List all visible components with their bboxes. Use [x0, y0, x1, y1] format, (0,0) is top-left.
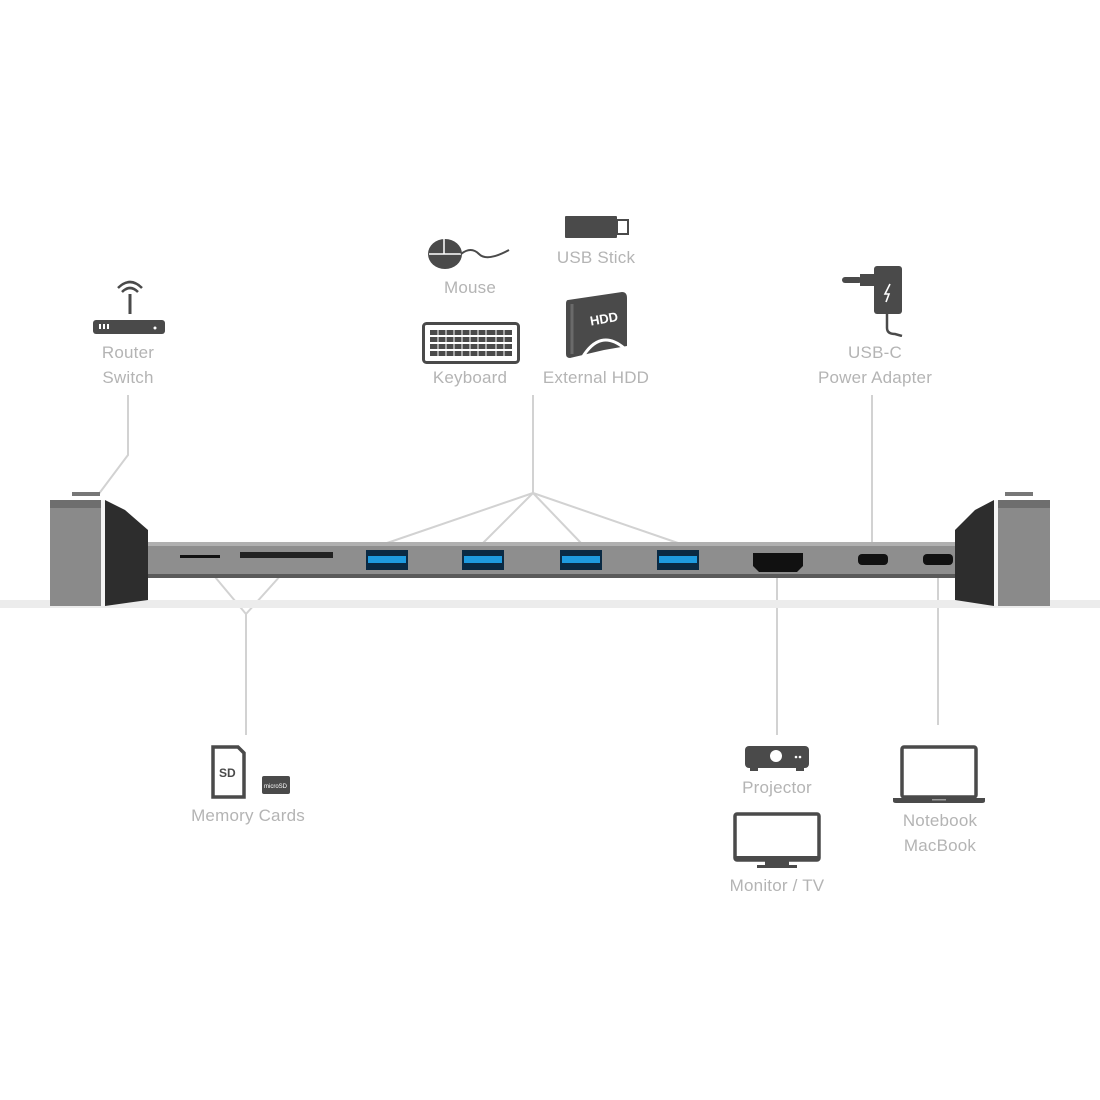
keyboard-icon — [422, 322, 520, 369]
hdd-label: External HDD — [542, 368, 650, 387]
svg-text:SD: SD — [219, 766, 236, 780]
projector-icon — [744, 744, 810, 777]
notebook-label: Notebook MacBook — [902, 811, 978, 855]
power-adapter-label: USB-C Power Adapter — [817, 343, 933, 387]
monitor-label: Monitor / TV — [729, 876, 825, 895]
usb-stick-label: USB Stick — [556, 248, 636, 267]
mouse-label: Mouse — [443, 278, 497, 297]
hdmi-port — [753, 553, 803, 572]
router-icon — [92, 280, 166, 345]
surface-shadow — [0, 600, 1100, 608]
usb-ports — [366, 550, 699, 570]
power-adapter-icon — [840, 262, 906, 342]
usbc-host-port — [923, 554, 953, 565]
usb-stick-icon — [565, 216, 630, 245]
projector-label: Projector — [742, 778, 812, 797]
laptop-icon — [892, 745, 986, 810]
memory-cards-label: Memory Cards — [191, 806, 305, 825]
microsd-slot — [180, 555, 220, 558]
microsd-card-icon — [262, 776, 290, 794]
docking-hub — [50, 492, 1050, 606]
monitor-icon — [733, 812, 821, 875]
router-label: Router Switch — [101, 343, 155, 387]
sd-card-icon: SD microSD — [210, 745, 302, 806]
mouse-icon — [427, 236, 512, 277]
sd-slot — [240, 552, 333, 558]
svg-text:microSD: microSD — [264, 784, 288, 790]
usbc-pd-port — [858, 554, 888, 565]
svg-text:HDD: HDD — [589, 309, 619, 329]
hdd-icon: HDD — [564, 292, 630, 367]
keyboard-label: Keyboard — [432, 368, 508, 387]
